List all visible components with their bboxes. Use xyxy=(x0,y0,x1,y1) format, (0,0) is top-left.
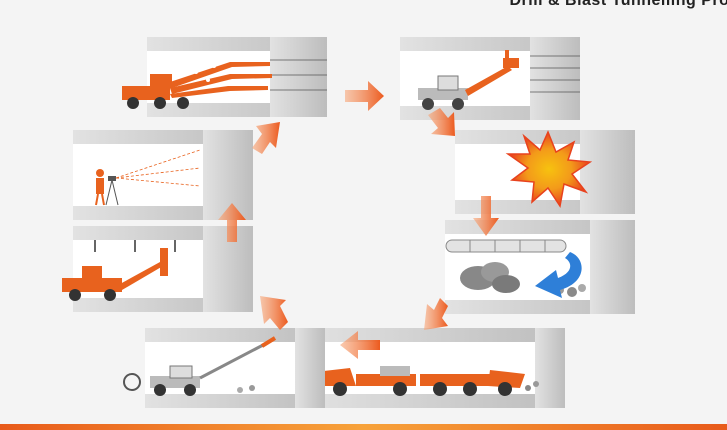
stage-rock-bolting xyxy=(62,226,253,312)
stage-scaling xyxy=(123,328,325,408)
diagram-title: Drill & Blast Tunnelling Process xyxy=(509,0,727,9)
stage-charging xyxy=(400,37,580,120)
surveyor-icon xyxy=(95,149,201,206)
cycle-arrows xyxy=(218,81,499,359)
drill-rig-icon xyxy=(122,62,272,109)
stage-drilling xyxy=(122,37,327,117)
explosion-icon xyxy=(505,130,593,208)
stage-surveying xyxy=(73,130,253,220)
scaling-rig-icon xyxy=(123,336,277,396)
stage-ventilation xyxy=(445,220,635,314)
arrow-charge-to-blast xyxy=(428,108,455,136)
stage-blasting xyxy=(455,130,635,214)
arrow-survey-to-drill xyxy=(252,122,280,154)
ventilation-icon xyxy=(445,239,586,298)
rock-bolting-rig-icon xyxy=(62,248,168,301)
arrow-drill-to-charge xyxy=(345,81,384,111)
arrow-muck-to-scale xyxy=(340,331,380,359)
stage-mucking xyxy=(305,328,565,408)
arrow-vent-to-muck xyxy=(424,298,448,330)
bottom-accent-bar xyxy=(0,424,727,430)
charging-rig-icon xyxy=(418,50,519,110)
loader-truck-icon xyxy=(315,366,539,396)
arrow-blast-to-vent xyxy=(473,196,499,236)
arrow-bolt-to-survey xyxy=(218,203,246,242)
arrow-scale-to-bolt xyxy=(260,296,288,330)
